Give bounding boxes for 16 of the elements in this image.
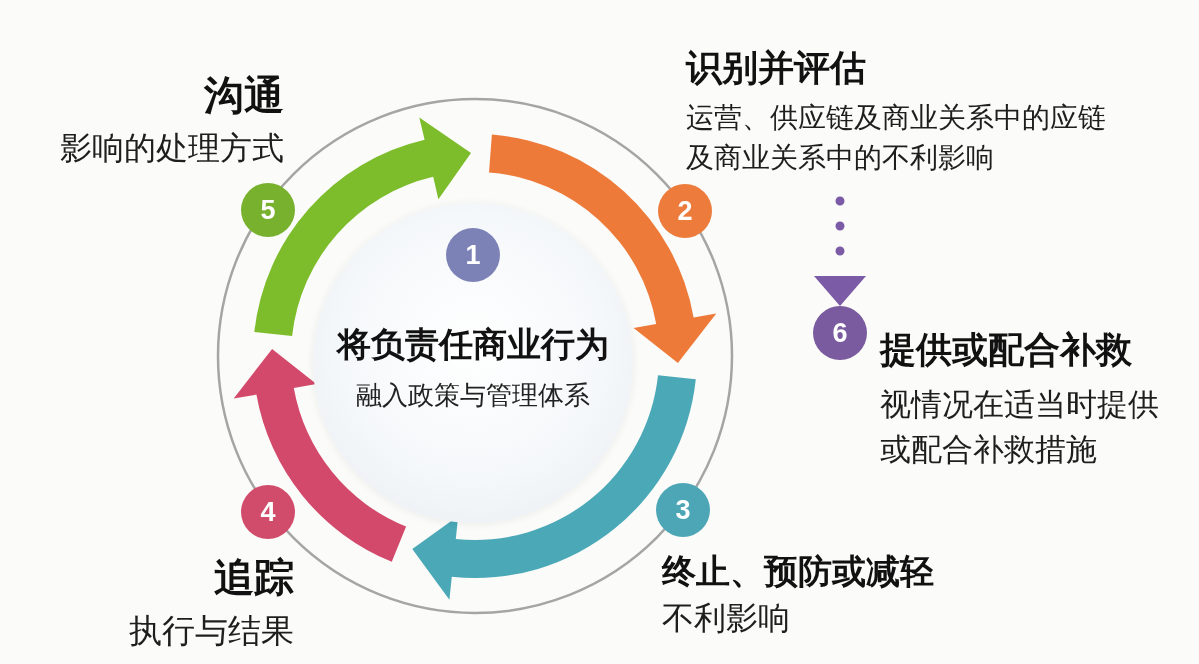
step-title: 追踪 [214, 554, 294, 601]
curved-arrow [412, 375, 696, 600]
center-title: 将负责任商业行为 [337, 324, 609, 365]
curved-arrow [489, 134, 717, 364]
step-description: 执行与结果 [129, 611, 294, 651]
curved-arrow [254, 117, 471, 337]
step-title: 终止、预防或减轻 [662, 551, 934, 592]
center-subtitle: 融入政策与管理体系 [356, 379, 590, 412]
curved-arrow [233, 348, 407, 562]
step-description: 不利影响 [662, 599, 790, 638]
step-title: 沟通 [204, 72, 284, 119]
step-description: 视情况在适当时提供或配合补救措施 [880, 386, 1160, 469]
step-description: 运营、供应链及商业关系中的应链及商业关系中的不利影响 [686, 101, 1107, 175]
step-title: 识别并评估 [686, 46, 866, 89]
step-description: 影响的处理方式 [60, 129, 284, 168]
step-title: 提供或配合补救 [880, 328, 1132, 372]
